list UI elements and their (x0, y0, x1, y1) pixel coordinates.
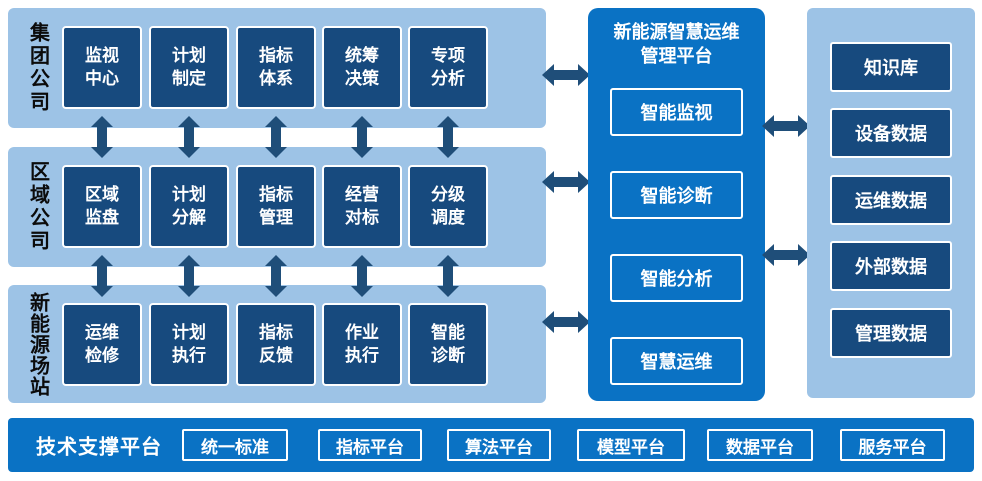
horizontal-double-arrow-icon (542, 62, 590, 88)
data-box: 运维数据 (830, 175, 952, 225)
module-box: 智慧运维 (610, 337, 743, 385)
function-box: 经营 对标 (322, 165, 402, 248)
row-label-group-company: 集团公司 (26, 22, 51, 114)
data-box: 知识库 (830, 42, 952, 92)
horizontal-double-arrow-icon (762, 113, 810, 139)
support-box: 模型平台 (577, 429, 685, 461)
function-box: 统筹 决策 (322, 26, 402, 109)
row-label-station: 新能源场站 (26, 291, 51, 397)
module-box: 智能诊断 (610, 171, 743, 219)
platform-panel: 新能源智慧运维 管理平台 智能监视 智能诊断 智能分析 智慧运维 (588, 8, 765, 401)
function-box: 作业 执行 (322, 303, 402, 386)
support-box: 算法平台 (447, 429, 551, 461)
vertical-double-arrow-icon (177, 255, 201, 297)
horizontal-double-arrow-icon (542, 309, 590, 335)
function-box: 计划 分解 (149, 165, 229, 248)
support-box: 数据平台 (707, 429, 813, 461)
function-box: 指标 体系 (236, 26, 316, 109)
data-panel: 知识库 设备数据 运维数据 外部数据 管理数据 (807, 8, 975, 398)
module-box: 智能分析 (610, 254, 743, 302)
vertical-double-arrow-icon (90, 255, 114, 297)
function-box: 智能 诊断 (408, 303, 488, 386)
band-group-company: 集团公司 监视 中心 计划 制定 指标 体系 统筹 决策 专项 分析 (8, 8, 546, 128)
vertical-double-arrow-icon (436, 255, 460, 297)
function-box: 专项 分析 (408, 26, 488, 109)
function-box: 指标 管理 (236, 165, 316, 248)
horizontal-double-arrow-icon (762, 242, 810, 268)
function-box: 分级 调度 (408, 165, 488, 248)
vertical-double-arrow-icon (436, 116, 460, 158)
vertical-double-arrow-icon (350, 255, 374, 297)
function-box: 计划 执行 (149, 303, 229, 386)
function-box: 指标 反馈 (236, 303, 316, 386)
vertical-double-arrow-icon (90, 116, 114, 158)
row-label-regional-company: 区域公司 (26, 161, 51, 253)
function-box: 运维 检修 (62, 303, 142, 386)
support-box: 服务平台 (840, 429, 945, 461)
support-box: 统一标准 (182, 429, 288, 461)
support-bar: 技术支撑平台 统一标准 指标平台 算法平台 模型平台 数据平台 服务平台 (8, 418, 974, 472)
function-box: 监视 中心 (62, 26, 142, 109)
vertical-double-arrow-icon (350, 116, 374, 158)
support-bar-label: 技术支撑平台 (36, 434, 162, 459)
horizontal-double-arrow-icon (542, 169, 590, 195)
function-box: 区域 监盘 (62, 165, 142, 248)
platform-title: 新能源智慧运维 管理平台 (613, 22, 740, 68)
band-regional-company: 区域公司 区域 监盘 计划 分解 指标 管理 经营 对标 分级 调度 (8, 147, 546, 267)
data-box: 管理数据 (830, 308, 952, 358)
data-box: 设备数据 (830, 108, 952, 158)
support-box: 指标平台 (318, 429, 422, 461)
band-station: 新能源场站 运维 检修 计划 执行 指标 反馈 作业 执行 智能 诊断 (8, 285, 546, 403)
data-box: 外部数据 (830, 241, 952, 291)
vertical-double-arrow-icon (264, 255, 288, 297)
module-box: 智能监视 (610, 88, 743, 136)
vertical-double-arrow-icon (177, 116, 201, 158)
function-box: 计划 制定 (149, 26, 229, 109)
vertical-double-arrow-icon (264, 116, 288, 158)
